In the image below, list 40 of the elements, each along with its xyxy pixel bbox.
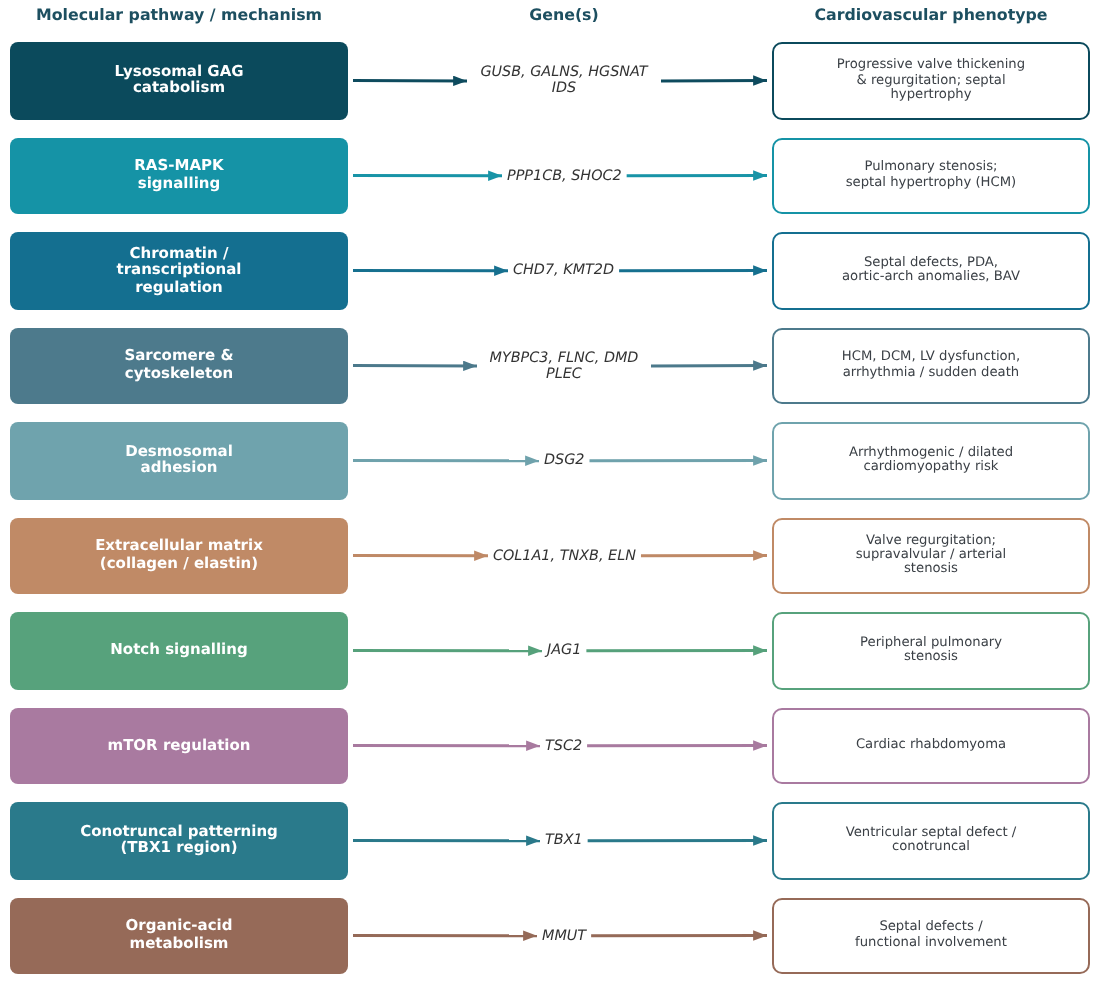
phenotype-box — [772, 232, 1090, 309]
arrow — [353, 930, 537, 941]
pathway-box — [10, 327, 348, 404]
pathway-box — [10, 42, 348, 119]
arrow — [651, 360, 767, 371]
phenotype-box — [772, 612, 1090, 689]
arrow — [353, 740, 540, 751]
phenotype-box — [772, 897, 1090, 974]
arrow — [661, 75, 767, 86]
arrow — [353, 75, 467, 87]
pathway-box — [10, 517, 348, 594]
arrow — [619, 265, 767, 276]
arrow — [626, 170, 767, 181]
arrow — [640, 550, 767, 561]
phenotype-box — [772, 517, 1090, 594]
arrow — [353, 360, 477, 372]
arrow — [353, 550, 488, 561]
arrow — [353, 645, 542, 656]
arrow — [587, 835, 767, 846]
pathway-box — [10, 137, 348, 214]
phenotype-box — [772, 42, 1090, 119]
pathway-box — [10, 612, 348, 689]
arrow — [591, 930, 767, 941]
arrow — [589, 455, 767, 466]
arrow — [353, 170, 502, 181]
pathway-box — [10, 707, 348, 784]
pathway-box — [10, 897, 348, 974]
phenotype-box — [772, 802, 1090, 879]
phenotype-box — [772, 707, 1090, 784]
arrow — [353, 455, 539, 466]
arrow — [586, 645, 767, 656]
phenotype-box — [772, 422, 1090, 499]
arrow — [353, 265, 508, 276]
phenotype-box — [772, 137, 1090, 214]
pathway-box — [10, 232, 348, 309]
pathway-box — [10, 422, 348, 499]
phenotype-box — [772, 327, 1090, 404]
pathway-box — [10, 802, 348, 879]
arrow — [353, 835, 540, 846]
arrow — [587, 740, 767, 751]
